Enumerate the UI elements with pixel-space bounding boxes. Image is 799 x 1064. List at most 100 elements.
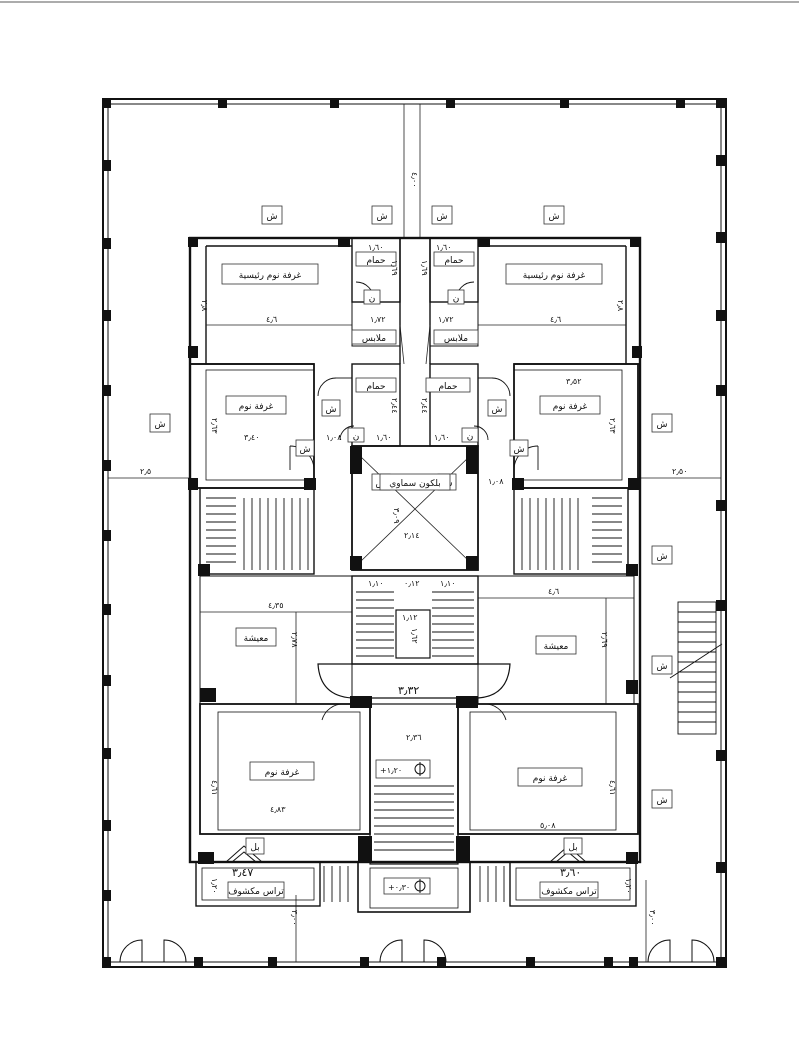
svg-text:ش: ش	[514, 445, 525, 455]
dim-stair-width-b: ٠٫١٢	[404, 579, 420, 588]
dim-dress-width-right: ١٫٧٢	[438, 315, 454, 324]
svg-text:ش: ش	[300, 445, 311, 455]
window-marker: ش	[149, 413, 171, 433]
dim-living-height-left: ٢٫٧٨	[290, 632, 299, 648]
room-label-bath-mid-right: حمام	[438, 382, 457, 392]
dim-left-side: ٢٫٥	[140, 467, 151, 476]
dim-bath-mid-height-right: ٢٫٤٤	[420, 398, 429, 414]
bath-window-marker: ن	[363, 289, 381, 305]
dim-terrace-height-left: ١٫٢٠	[210, 878, 219, 894]
room-label-master-right: غرفة نوم رئيسية	[523, 271, 586, 281]
dim-bed-mid-width-right: ٣٫٥٢	[566, 377, 582, 386]
room-label-dress-right: ملابس	[444, 334, 468, 344]
stair-treads	[206, 497, 723, 902]
window-marker: ش	[321, 399, 341, 417]
dim-bath-top-width-left: ١٫٦٠	[368, 243, 384, 252]
dim-bed-low-height-right: ٤٫٦١	[608, 780, 617, 796]
dimension-labels: ٤٫٠٠ ٢٫٥ ٢٫٥٠ ٤٫٦ ٤٫٦ ٢٫٨ ٢٫٨ ١٫٧٢ ١٫٧٢ …	[140, 172, 688, 926]
room-label-bath-mid-left: حمام	[366, 382, 385, 392]
dim-door-left: ١٫٠٨	[326, 433, 342, 442]
window-marker: ش	[509, 439, 529, 457]
dim-top-depth: ٤٫٠٠	[410, 172, 419, 188]
dim-living-width-right: ٤٫٦	[548, 587, 559, 596]
dim-stair-mid-height: ١٫٦٢	[410, 628, 419, 644]
room-label-master-left: غرفة نوم رئيسية	[239, 271, 302, 281]
window-marker: ش	[651, 789, 673, 809]
svg-text:ن: ن	[353, 432, 360, 442]
svg-text:ن: ن	[453, 294, 460, 304]
window-marker: ش	[543, 205, 565, 225]
balcony-bays	[225, 845, 587, 863]
level-upper: +١٫٢٠	[380, 766, 402, 775]
dim-stair-width-a: ١٫١٠	[368, 579, 384, 588]
room-label-skylight: بلكون سماوي	[389, 479, 440, 489]
room-label-bed-mid-right: غرفة نوم	[553, 402, 588, 412]
dim-living-width-left: ٤٫٣٥	[268, 601, 284, 610]
svg-text:ش: ش	[492, 405, 503, 415]
dim-shaft-width: ٢٫١٤	[404, 531, 420, 540]
svg-text:ش: ش	[267, 212, 278, 222]
room-labels: غرفة نوم رئيسية غرفة نوم رئيسية حمام حما…	[221, 251, 603, 899]
window-marker: ش	[651, 655, 673, 675]
window-marker: ش	[295, 439, 315, 457]
svg-text:بل: بل	[568, 843, 577, 853]
room-label-living-left: معيشة	[244, 634, 269, 644]
dim-bath-mid-height-left: ٢٫٤٤	[390, 398, 399, 414]
window-marker: ش	[651, 545, 673, 565]
dim-master-width-right: ٤٫٦	[550, 315, 561, 324]
bath-window-marker: ن	[447, 289, 465, 305]
building-walls	[188, 236, 642, 913]
room-label-bath-top-right: حمام	[444, 256, 463, 266]
room-label-terrace-left: تراس مكشوف	[228, 887, 284, 897]
window-marker: ش	[651, 413, 673, 433]
dim-master-width-left: ٤٫٦	[266, 315, 277, 324]
dim-bed-mid-height-left: ٢٫٦٣	[210, 418, 219, 434]
dim-bath-top-width-right: ١٫٦٠	[436, 243, 452, 252]
svg-text:ش: ش	[437, 212, 448, 222]
level-lower: +٠٫٣٠	[388, 883, 410, 892]
window-marker: ش	[487, 399, 507, 417]
room-label-dress-left: ملابس	[362, 334, 386, 344]
room-label-bath-top-left: حمام	[366, 256, 385, 266]
window-marker: ش	[261, 205, 283, 225]
svg-text:ن: ن	[369, 294, 376, 304]
dim-shaft-height: ٣٫٠٩	[392, 508, 401, 524]
dim-bed-low-width-right: ٥٫٠٨	[540, 821, 556, 830]
dim-bed-low-width-left: ٤٫٨٣	[270, 805, 286, 814]
dim-bed-mid-width-left: ٣٫٤٠	[244, 433, 260, 442]
room-label-terrace-right: تراس مكشوف	[541, 887, 597, 897]
level-markers: +١٫٢٠ +٠٫٣٠	[375, 759, 431, 895]
dim-bath-top-height-left: ١٫٦٩	[390, 260, 399, 276]
svg-text:ش: ش	[549, 212, 560, 222]
dim-master-height-right: ٢٫٨	[616, 300, 625, 312]
svg-text:ش: ش	[155, 420, 166, 430]
dim-bath-top-height-right: ١٫٦٩	[420, 260, 429, 276]
dim-terrace-width-right: ٣٫٦٠	[560, 866, 581, 879]
dim-bed-low-height-left: ٤٫٦١	[210, 780, 219, 796]
svg-text:ش: ش	[657, 662, 668, 672]
door-swings	[289, 281, 539, 721]
dim-bath-mid-width-right: ١٫٦٠	[434, 433, 450, 442]
dim-corridor-width: ٢٫٣٦	[406, 733, 422, 742]
svg-text:ش: ش	[657, 552, 668, 562]
dim-bath-mid-width-left: ١٫٦٠	[376, 433, 392, 442]
dim-door-right: ١٫٠٨	[488, 477, 504, 486]
columns	[188, 237, 642, 864]
dim-living-height-right: ٢٫٦٩	[600, 632, 609, 648]
room-label-living-right: معيشة	[544, 642, 569, 652]
dim-dress-width-left: ١٫٧٢	[370, 315, 386, 324]
dim-stair-width-c: ١٫١٠	[440, 579, 456, 588]
dim-bottom-depth: ٣٫٠٠	[290, 910, 299, 926]
svg-text:ن: ن	[467, 432, 474, 442]
window-marker: ش	[371, 205, 393, 225]
dim-bottom-right-depth: ٣٫٠٠	[648, 910, 657, 926]
dim-hall-width: ٣٫٣٢	[398, 684, 419, 697]
svg-text:ش: ش	[377, 212, 388, 222]
dim-stair-mid-width: ١٫١٢	[402, 613, 418, 622]
dim-bed-mid-height-right: ٢٫٦٣	[608, 418, 617, 434]
plot-boundary	[102, 98, 727, 968]
svg-text:ش: ش	[657, 420, 668, 430]
room-label-bed-low-right: غرفة نوم	[533, 774, 568, 784]
room-label-bed-mid-left: غرفة نوم	[239, 402, 274, 412]
window-marker: ش	[431, 205, 453, 225]
